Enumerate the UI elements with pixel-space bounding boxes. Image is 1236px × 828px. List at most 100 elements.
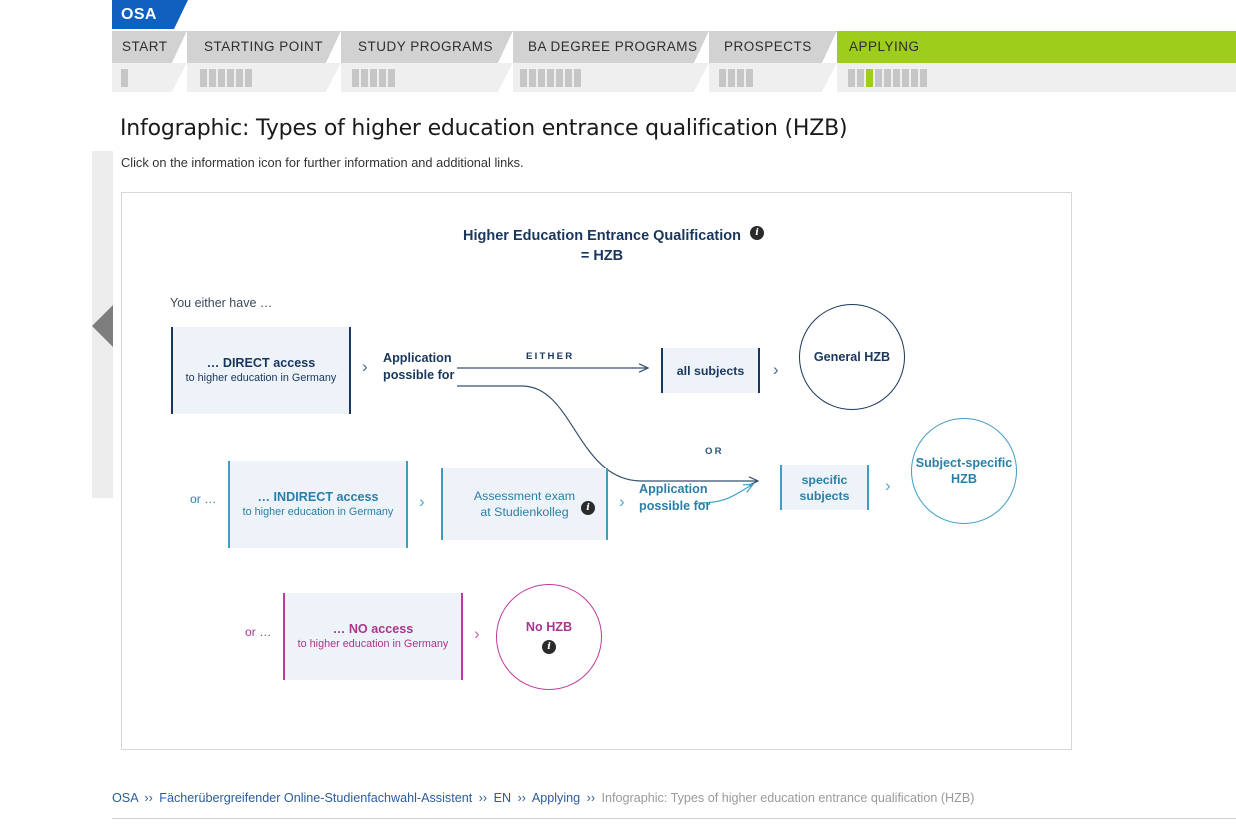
lead-text: You either have …: [170, 296, 273, 310]
brand-tab-osa[interactable]: OSA: [112, 0, 188, 29]
infographic-panel: Higher Education Entrance Qualification …: [121, 192, 1072, 750]
progress-segment: [737, 69, 744, 87]
nav-item-prospects[interactable]: PROSPECTS: [706, 31, 812, 63]
breadcrumb-separator: ››: [144, 791, 153, 805]
progress-segment: [902, 69, 909, 87]
breadcrumb-item-osa-full[interactable]: Fächerübergreifender Online-Studienfachw…: [159, 791, 473, 805]
label-line2: possible for: [383, 368, 455, 382]
page-subtitle: Click on the information icon for furthe…: [121, 155, 524, 170]
box-exam-line1: Assessment exam: [473, 489, 576, 503]
box-assessment-exam[interactable]: Assessment exam at Studienkolleg: [441, 468, 608, 540]
box-specific-subjects[interactable]: specific subjects: [780, 465, 869, 510]
label-or-noaccess: or …: [245, 625, 272, 639]
breadcrumb-separator: ››: [586, 791, 596, 805]
label-application-possible-direct: Application possible for: [383, 350, 454, 384]
progress-segment: [209, 69, 216, 87]
nav-divider: [498, 31, 513, 63]
breadcrumb-item-current: Infographic: Types of higher education e…: [601, 791, 975, 805]
progress-bar-background: [112, 63, 1236, 92]
label-or-indirect: or …: [190, 492, 217, 506]
breadcrumb-separator: ››: [517, 791, 526, 805]
progress-segment: [875, 69, 882, 87]
label-line2: possible for: [639, 499, 711, 513]
box-indirect-title: … INDIRECT access: [257, 490, 379, 504]
box-all-subjects[interactable]: all subjects: [661, 348, 760, 393]
progress-segment: [352, 69, 359, 87]
nav-item-starting-point[interactable]: STARTING POINT: [186, 31, 323, 63]
nav-item-label: PROSPECTS: [724, 39, 812, 54]
box-exam-line2: at Studienkolleg: [480, 505, 569, 519]
info-icon-no-hzb[interactable]: i: [542, 640, 556, 654]
chevron-left-icon[interactable]: [92, 305, 113, 347]
label-application-possible-indirect: Application possible for: [639, 481, 710, 515]
box-no-access[interactable]: … NO access to higher education in Germa…: [283, 593, 463, 680]
circle-general-hzb-label: General HZB: [813, 350, 891, 364]
progress-group-prospects[interactable]: [719, 69, 753, 87]
nav-item-label: STARTING POINT: [204, 39, 324, 54]
chevron-right-icon: ›: [419, 492, 425, 511]
box-specific-line2: subjects: [799, 488, 850, 503]
progress-segment: [227, 69, 234, 87]
nav-item-label: BA DEGREE PROGRAMS: [528, 39, 698, 54]
chevron-right-icon: ›: [362, 357, 368, 376]
top-navigation: OSA START STARTING POINT STUDY PROGRAMS …: [0, 0, 1236, 92]
box-direct-access[interactable]: … DIRECT access to higher education in G…: [171, 327, 351, 414]
box-all-subjects-label: all subjects: [676, 363, 745, 378]
nav-divider: [822, 31, 837, 63]
page-title: Infographic: Types of higher education e…: [120, 116, 848, 141]
chevron-right-icon: ›: [474, 624, 480, 643]
breadcrumb: OSA ›› Fächerübergreifender Online-Studi…: [112, 791, 974, 805]
progress-segment: [547, 69, 554, 87]
circle-subject-specific-line2: HZB: [951, 472, 977, 486]
nav-item-label: STUDY PROGRAMS: [358, 39, 494, 54]
progress-group-applying[interactable]: [848, 69, 927, 87]
progress-group-ba-degree-programs[interactable]: [520, 69, 581, 87]
nav-item-ba-degree-programs[interactable]: BA DEGREE PROGRAMS: [510, 31, 698, 63]
progress-group-study-programs[interactable]: [352, 69, 395, 87]
progress-segment: [236, 69, 243, 87]
circle-subject-specific-hzb[interactable]: Subject-specific HZB: [911, 418, 1017, 524]
progress-segment: [893, 69, 900, 87]
nav-item-label: START: [122, 39, 168, 54]
progress-divider: [694, 63, 709, 92]
nav-active-background: [836, 31, 1236, 63]
box-direct-sub: to higher education in Germany: [185, 372, 337, 384]
breadcrumb-item-en[interactable]: EN: [493, 791, 512, 805]
circle-general-hzb[interactable]: General HZB: [799, 304, 905, 410]
nav-divider: [694, 31, 709, 63]
info-icon-title[interactable]: i: [750, 222, 764, 240]
progress-group-starting-point[interactable]: [200, 69, 252, 87]
progress-segment: [520, 69, 527, 87]
infographic-title-line1: Higher Education Entrance Qualification: [463, 228, 741, 244]
nav-item-applying[interactable]: APPLYING: [836, 31, 920, 63]
circle-no-hzb[interactable]: No HZB i: [496, 584, 602, 690]
progress-segment: [529, 69, 536, 87]
breadcrumb-item-applying[interactable]: Applying: [531, 791, 581, 805]
progress-group-start[interactable]: [121, 69, 128, 87]
nav-item-study-programs[interactable]: STUDY PROGRAMS: [340, 31, 493, 63]
nav-item-start[interactable]: START: [112, 31, 184, 63]
box-direct-title: … DIRECT access: [206, 356, 316, 370]
nav-divider: [172, 31, 187, 63]
progress-segment: [884, 69, 891, 87]
label-line1: Application: [639, 482, 708, 496]
progress-segment: [746, 69, 753, 87]
progress-segment: [565, 69, 572, 87]
progress-divider: [326, 63, 341, 92]
progress-segment: [361, 69, 368, 87]
breadcrumb-separator: ››: [478, 791, 488, 805]
chevron-right-icon: ›: [773, 360, 779, 379]
infographic-canvas: Higher Education Entrance Qualification …: [122, 193, 1071, 749]
box-no-access-sub: to higher education in Germany: [297, 638, 449, 650]
chevron-right-icon: ›: [619, 492, 625, 511]
progress-segment: [200, 69, 207, 87]
box-indirect-access[interactable]: … INDIRECT access to higher education in…: [228, 461, 408, 548]
label-line1: Application: [383, 351, 452, 365]
progress-segment: [719, 69, 726, 87]
breadcrumb-item-osa[interactable]: OSA: [112, 791, 138, 805]
circle-no-hzb-label: No HZB: [525, 620, 573, 634]
chevron-right-icon: ›: [885, 476, 891, 495]
info-icon-assessment-exam[interactable]: i: [581, 497, 595, 515]
box-specific-line1: specific: [801, 472, 848, 487]
connector-label-or: OR: [705, 446, 724, 457]
